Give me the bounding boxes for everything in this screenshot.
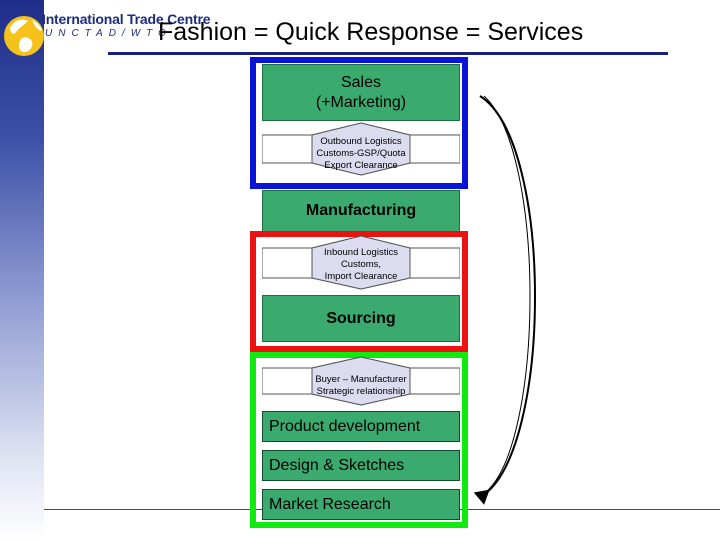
product-development-box: Product development: [262, 411, 460, 442]
page-title: Fashion = Quick Response = Services: [158, 18, 584, 46]
sales-label: Sales: [340, 73, 382, 91]
sales-sublabel: (+Marketing): [315, 93, 407, 111]
sales-box: Sales (+Marketing): [262, 64, 460, 121]
market-research-box: Market Research: [262, 489, 460, 520]
title-underline: [108, 52, 668, 55]
market-research-label: Market Research: [269, 495, 391, 513]
sales-group-frame: [250, 57, 468, 189]
inbound-line-3: Import Clearance: [324, 271, 398, 282]
sourcing-box: Sourcing: [262, 295, 460, 342]
org-name: International Trade Centre: [42, 11, 211, 27]
inbound-logistics-chevron: Inbound Logistics Customs, Import Cleara…: [262, 234, 460, 290]
sourcing-label: Sourcing: [326, 309, 396, 327]
design-sketches-box: Design & Sketches: [262, 450, 460, 481]
outbound-line-1: Outbound Logistics: [320, 136, 402, 147]
manufacturing-group-frame: [250, 231, 468, 352]
manufacturing-box: Manufacturing: [262, 190, 460, 232]
org-subtitle: UNCTAD/WTO: [45, 28, 172, 39]
development-group-frame: [250, 352, 468, 528]
relationship-line-2: Strategic relationship: [316, 386, 406, 397]
outbound-line-3: Export Clearance: [324, 160, 398, 171]
globe-logo-icon: [4, 16, 44, 56]
inbound-line-1: Inbound Logistics: [324, 247, 398, 258]
relationship-line-1: Buyer – Manufacturer: [315, 374, 407, 385]
inbound-line-2: Customs,: [340, 259, 382, 270]
sidebar-gradient: [0, 0, 44, 540]
outbound-line-2: Customs-GSP/Quota: [316, 148, 406, 159]
relationship-chevron: Buyer – Manufacturer Strategic relations…: [262, 356, 460, 406]
design-sketches-label: Design & Sketches: [269, 456, 405, 474]
curved-arrow-icon: [473, 95, 536, 505]
manufacturing-label: Manufacturing: [305, 202, 417, 219]
product-development-label: Product development: [269, 417, 421, 435]
outbound-logistics-chevron: Outbound Logistics Customs-GSP/Quota Exp…: [262, 122, 460, 176]
